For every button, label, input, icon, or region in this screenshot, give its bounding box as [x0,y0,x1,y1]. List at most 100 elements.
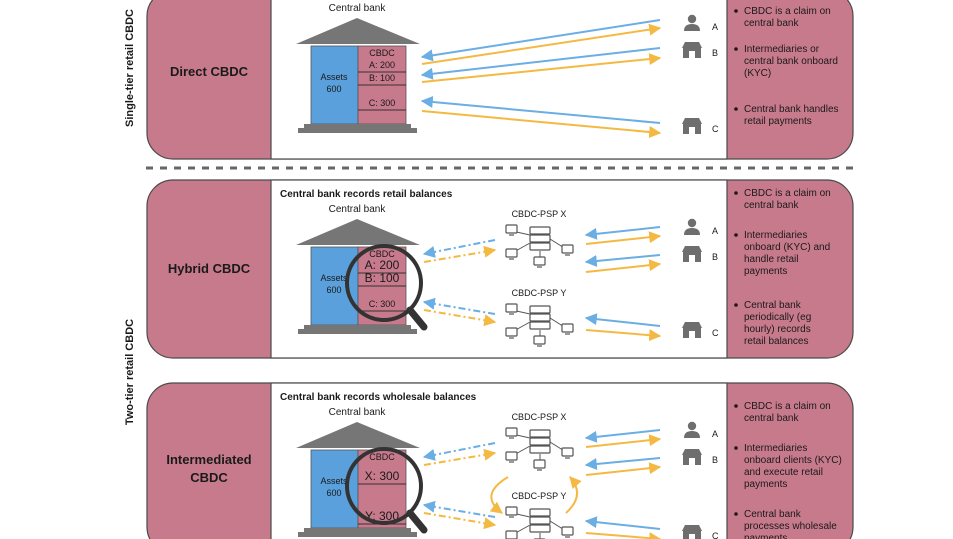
psp-to-user-arrow [585,231,662,245]
assets-label: Assets [320,273,348,283]
bullet [734,233,738,237]
user-label: C [712,124,719,134]
assets-value: 600 [326,285,341,295]
cbdc-column [357,449,407,529]
magnifier-icon [345,244,428,331]
ledger-entry: C: 300 [369,299,396,309]
assets-column [310,449,359,529]
user-label: C [712,531,719,539]
psp-label: CBDC-PSP Y [512,491,567,501]
user-to-psp-arrow [584,516,661,530]
response-arrow [421,53,662,83]
psp-to-user-arrow [585,532,662,539]
assets-label: Assets [320,476,348,486]
psp-to-user-arrow [585,259,662,273]
bank-to-psp-arrow [423,448,497,466]
cbdc-label: CBDC [369,48,395,58]
bank-base [298,329,417,334]
psp-to-bank-arrow [422,239,496,258]
user-label: A [712,429,718,439]
magnifier-icon [345,447,428,534]
panel-label: Hybrid CBDC [168,261,251,276]
bullet [734,446,738,450]
bank-roof [296,18,420,44]
panel-header: Central bank records wholesale balances [280,392,477,403]
response-arrow [421,110,662,138]
user-label: B [712,252,718,262]
bank-to-psp-arrow [423,309,497,327]
ledger-entry: B: 100 [369,73,395,83]
user-label: A [712,226,718,236]
panel-2: Hybrid CBDC Central bank records retail b… [146,179,854,359]
ledger-entry: A: 200 [365,258,400,272]
assets-value: 600 [326,84,341,94]
ledger-entry: C: 300 [369,98,396,108]
assets-column [310,246,359,326]
central-bank-label: Central bank [329,204,387,215]
request-arrow [420,47,661,80]
user-label: C [712,328,719,338]
user-to-psp-arrow [584,457,661,470]
bullet [734,107,738,111]
panel-label: Direct CBDC [170,64,249,79]
interbank-arrow [489,476,509,514]
psp-label: CBDC-PSP X [512,412,567,422]
bullet [734,303,738,307]
person-icon [684,14,700,31]
bank-roof [296,422,420,448]
psp-to-bank-arrow [422,442,496,461]
panel-header: Central bank records retail balances [280,189,453,200]
tier-label-two: Two-tier retail CBDC [124,319,136,425]
psp-label: CBDC-PSP X [512,209,567,219]
bank-roof [296,219,420,245]
ledger-entry: A: 200 [369,60,395,70]
request-arrow [420,19,661,62]
user-to-psp-arrow [584,226,661,240]
bank-to-psp-arrow [423,512,497,530]
person-icon [684,421,700,438]
panel-label: CBDC [190,470,228,485]
bullet [734,47,738,51]
shop-icon [682,525,702,539]
cbdc-label: CBDC [369,452,395,462]
psp-label: CBDC-PSP Y [512,288,567,298]
shop-icon [682,42,702,58]
psp-to-bank-arrow [422,500,496,518]
user-to-psp-arrow [584,429,661,443]
psp-to-user-arrow [585,329,662,342]
psp-to-user-arrow [585,462,662,476]
assets-value: 600 [326,488,341,498]
ledger-entry: X: 300 [365,469,400,483]
response-arrow [421,23,662,65]
psp-to-user-arrow [585,434,662,448]
shop-icon [682,246,702,262]
assets-column [310,45,359,125]
bullet [734,404,738,408]
bullet [734,512,738,516]
user-label: B [712,455,718,465]
request-arrow [420,96,661,124]
central-bank-label: Central bank [329,407,387,418]
tier-label-single: Single-tier retail CBDC [124,9,136,127]
user-to-psp-arrow [584,313,661,327]
panel-label: Intermediated [166,452,251,467]
user-to-psp-arrow [584,254,661,267]
bank-step [304,124,411,128]
interbank-arrow [565,476,582,514]
bullet [734,9,738,13]
assets-label: Assets [320,72,348,82]
server-network-icon [505,506,574,539]
server-network-icon [505,303,574,347]
shop-icon [682,118,702,134]
